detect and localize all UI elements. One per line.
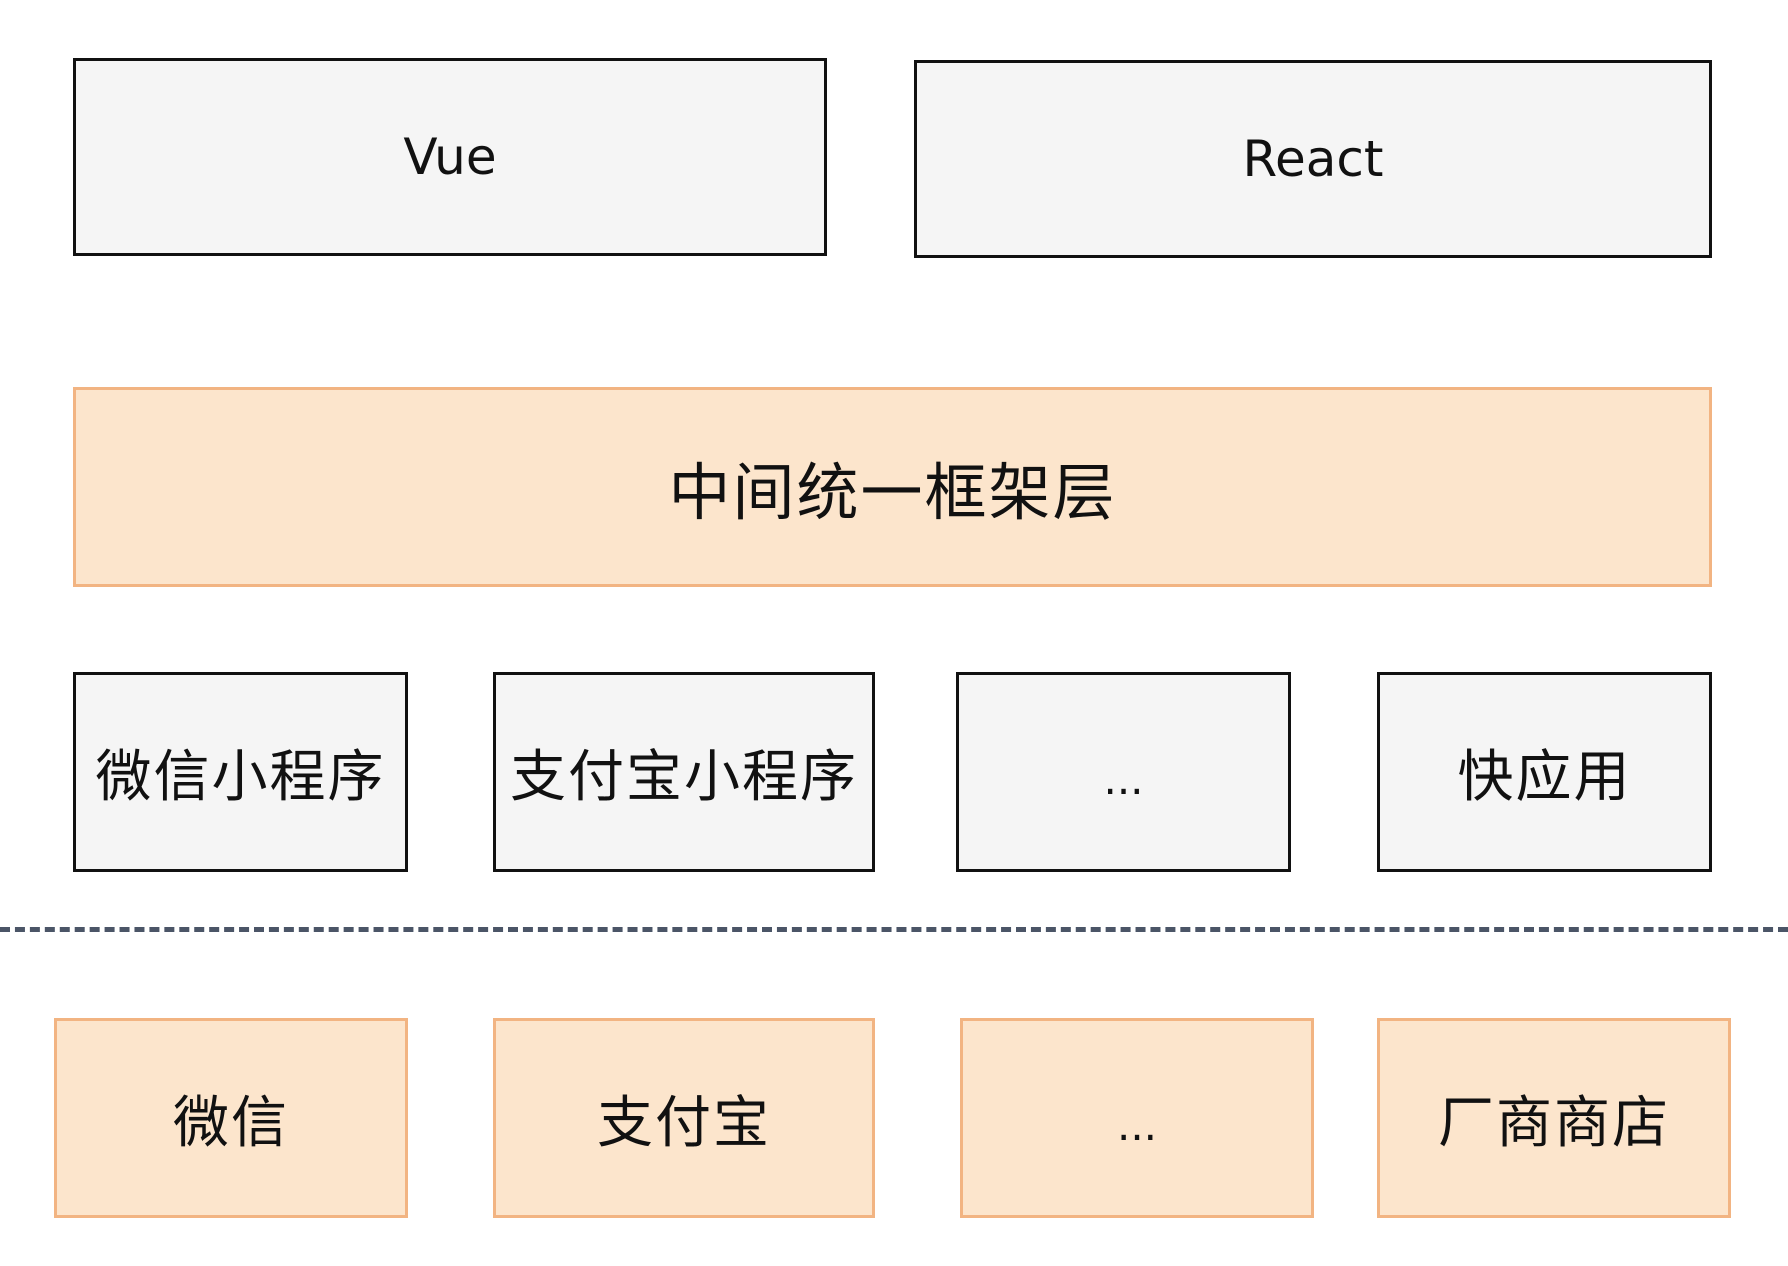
platform-divider (0, 927, 1788, 932)
quick-app-label: 快应用 (1457, 744, 1632, 810)
unified-framework-layer-box: 中间统一框架层 (73, 387, 1712, 587)
more-platforms-label: ... (1116, 1100, 1158, 1150)
react-label: React (1242, 130, 1384, 188)
alipay-mini-program-label: 支付宝小程序 (510, 744, 858, 810)
alipay-platform-label: 支付宝 (597, 1090, 771, 1156)
more-targets-label: ... (1103, 754, 1144, 804)
more-platforms-box: ... (960, 1018, 1314, 1218)
wechat-platform-label: 微信 (173, 1090, 289, 1156)
wechat-mini-program-label: 微信小程序 (95, 744, 386, 810)
react-box: React (914, 60, 1712, 258)
quick-app-box: 快应用 (1377, 672, 1712, 872)
vue-label: Vue (403, 128, 497, 186)
vendor-store-label: 厂商商店 (1438, 1090, 1670, 1156)
alipay-platform-box: 支付宝 (493, 1018, 875, 1218)
vendor-store-box: 厂商商店 (1377, 1018, 1731, 1218)
wechat-platform-box: 微信 (54, 1018, 408, 1218)
unified-framework-layer-label: 中间统一框架层 (668, 456, 1117, 529)
vue-box: Vue (73, 58, 827, 256)
wechat-mini-program-box: 微信小程序 (73, 672, 408, 872)
alipay-mini-program-box: 支付宝小程序 (493, 672, 875, 872)
more-targets-box: ... (956, 672, 1291, 872)
